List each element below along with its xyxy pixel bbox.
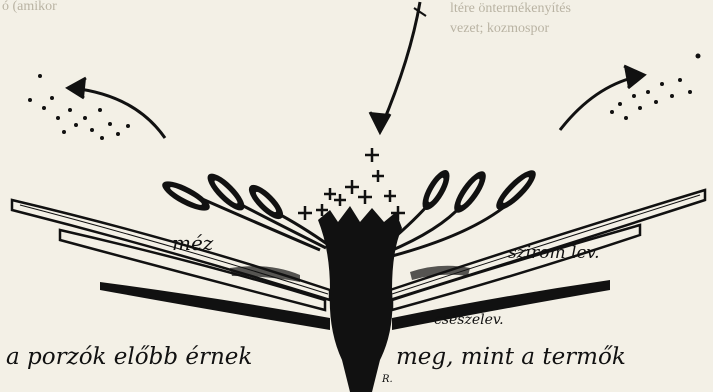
top-text-right-2: vezet; kozmospor [450,21,549,36]
right-pollen-arrow [560,66,644,130]
right-pollen-dots [610,54,701,121]
caption-right: meg, mint a termők [396,344,626,370]
label-nectar: méz [172,231,214,255]
caption-left: a porzók előbb érnek [6,344,252,370]
label-petal: szirom lev. [508,243,600,263]
left-pollen-arrow [68,78,165,138]
incoming-pollen-arrow [370,2,426,132]
top-text-left: ó (amikor [2,0,57,14]
signature: R. [381,374,393,385]
label-sepal: csészelev. [434,312,504,328]
pistil [318,206,402,392]
top-text-right-1: ltére öntermékenyítés [450,1,571,16]
